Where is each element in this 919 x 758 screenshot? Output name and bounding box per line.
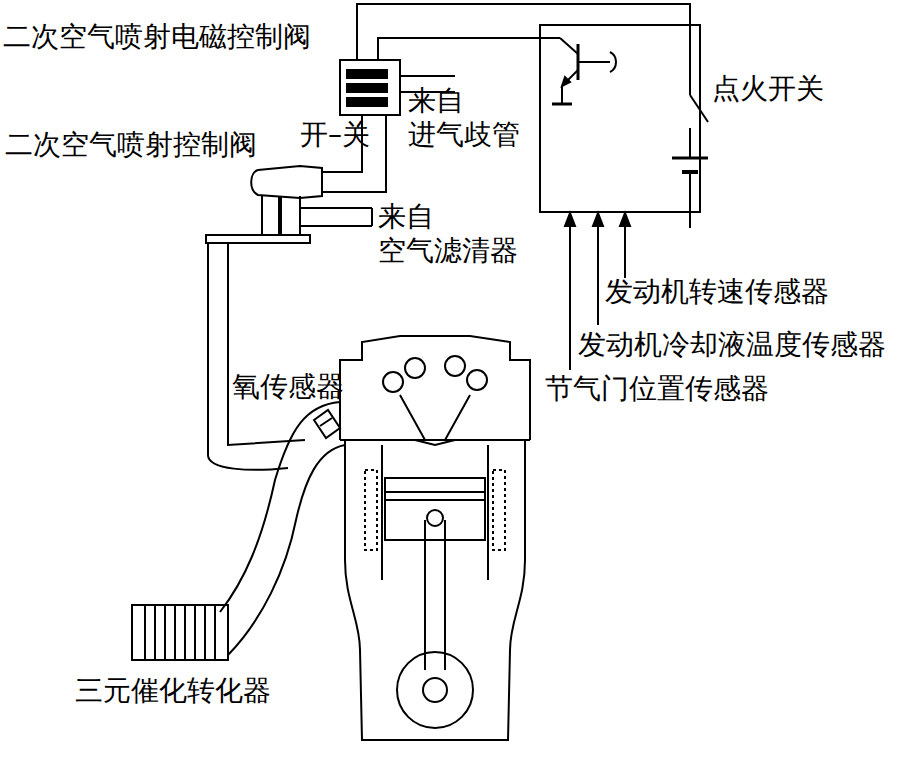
part-label: 二次空气喷射控制阀 (5, 128, 257, 162)
air-control-valve (206, 166, 372, 243)
part-label: 发动机转速传感器 (605, 275, 829, 309)
ecu-box (540, 25, 700, 212)
transistor-symbol (552, 38, 616, 104)
part-label: 开–关 (300, 118, 370, 152)
ignition-switch-symbol (672, 95, 708, 228)
part-label: 二次空气喷射电磁控制阀 (3, 20, 311, 54)
part-label: 三元催化转化器 (75, 674, 271, 708)
exhaust-pipe (220, 402, 340, 612)
control-wire (378, 38, 560, 60)
injection-pipe (228, 243, 305, 445)
catalytic-converter (132, 605, 228, 660)
oxygen-sensor (314, 410, 340, 438)
part-label: 氧传感器 (232, 370, 344, 404)
part-label: 点火开关 (712, 72, 824, 106)
part-label: 来自 空气滤清器 (378, 200, 538, 267)
part-label: 节气门位置传感器 (545, 372, 769, 406)
part-label: 来自 进气歧管 (408, 84, 538, 151)
part-label: 发动机冷却液温度传感器 (578, 328, 886, 362)
power-wire (357, 4, 690, 95)
injection-pipe (208, 243, 288, 470)
engine-illustration (340, 336, 530, 740)
exhaust-pipe (228, 445, 345, 655)
